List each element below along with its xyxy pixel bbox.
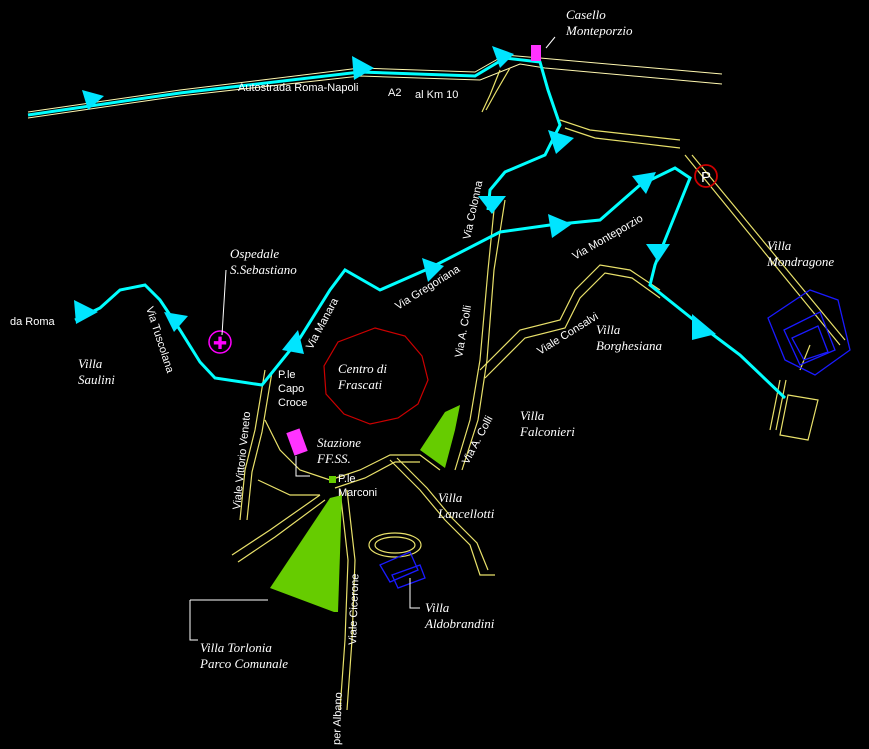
- falconieri-line2: Falconieri: [519, 424, 575, 439]
- monteporzio-label: Via Monteporzio: [571, 213, 646, 263]
- saulini-line1: Villa: [78, 356, 103, 371]
- villa-falconieri-park: [420, 405, 460, 468]
- capo-croce-line2: Capo: [278, 383, 304, 395]
- km-label: al Km 10: [415, 89, 458, 101]
- station-marker: [286, 428, 308, 456]
- a2-label: A2: [388, 87, 401, 99]
- parking-icon: [694, 164, 718, 188]
- torlonia-line2: Parco Comunale: [199, 656, 288, 671]
- autostrada-road: [27, 54, 723, 119]
- borghesiana-line1: Villa: [596, 322, 621, 337]
- centro-line2: Frascati: [337, 377, 382, 392]
- ospedale-line2: S.Sebastiano: [230, 262, 297, 277]
- arrow-icon: [282, 330, 304, 354]
- arrow-icon: [692, 314, 716, 340]
- capo-croce-line1: P.le: [278, 369, 296, 381]
- da-roma-label: da Roma: [10, 316, 56, 328]
- marconi-marker: [329, 476, 336, 483]
- mondragone-line2: Mondragone: [766, 254, 834, 269]
- road-network: [231, 119, 846, 711]
- ospedale-line1: Ospedale: [230, 246, 279, 261]
- route-arrows: [74, 46, 716, 354]
- a-colli-label-1: Via A. Colli: [453, 304, 474, 358]
- arrow-icon: [352, 56, 374, 80]
- marconi-line2: Marconi: [338, 487, 377, 499]
- centro-line1: Centro di: [338, 361, 387, 376]
- per-albano-label: per Albano: [331, 692, 345, 745]
- parks: [270, 405, 460, 612]
- villa-torlonia-park: [270, 495, 342, 612]
- arrow-icon: [82, 90, 104, 110]
- saulini-line2: Saulini: [78, 372, 115, 387]
- torlonia-line1: Villa Torlonia: [200, 640, 272, 655]
- arrow-icon: [548, 214, 572, 238]
- toll-booth-marker: [531, 45, 541, 61]
- capo-croce-line3: Croce: [278, 397, 307, 409]
- access-route: [27, 56, 787, 400]
- consalvi-label: Viale Consalvi: [535, 311, 600, 358]
- arrow-icon: [478, 196, 506, 214]
- arrow-icon: [492, 46, 514, 68]
- arrow-icon: [632, 172, 656, 194]
- arrow-icon: [548, 130, 574, 154]
- cicerone-label: Viale Cicerone: [347, 573, 361, 645]
- leader-lines: [189, 36, 556, 641]
- mondragone-line1: Villa: [767, 238, 792, 253]
- autostrada-label: Autostrada Roma-Napoli: [238, 82, 358, 94]
- arrow-icon: [74, 300, 98, 324]
- aldobrandini-line2: Aldobrandini: [424, 616, 495, 631]
- lancellotti-line2: Lancellotti: [437, 506, 495, 521]
- arrow-icon: [164, 312, 188, 332]
- stazione-line2: FF.SS.: [316, 451, 351, 466]
- hospital-icon: [208, 330, 232, 354]
- villa-buildings: [379, 289, 851, 589]
- arrow-icon: [646, 244, 670, 262]
- parking-label: P: [701, 169, 711, 186]
- casello-line1: Casello: [566, 7, 606, 22]
- stazione-line1: Stazione: [317, 435, 361, 450]
- marconi-line1: P.le: [338, 473, 356, 485]
- arrow-icon: [422, 258, 444, 282]
- aldobrandini-line1: Villa: [425, 600, 450, 615]
- casello-line2: Monteporzio: [565, 23, 633, 38]
- borghesiana-line2: Borghesiana: [596, 338, 662, 353]
- lancellotti-line1: Villa: [438, 490, 463, 505]
- colonna-label: Via Colonna: [461, 179, 485, 241]
- hospital-cross: ✚: [213, 334, 227, 354]
- centro-frascati-outline: [323, 327, 429, 425]
- falconieri-line1: Villa: [520, 408, 545, 423]
